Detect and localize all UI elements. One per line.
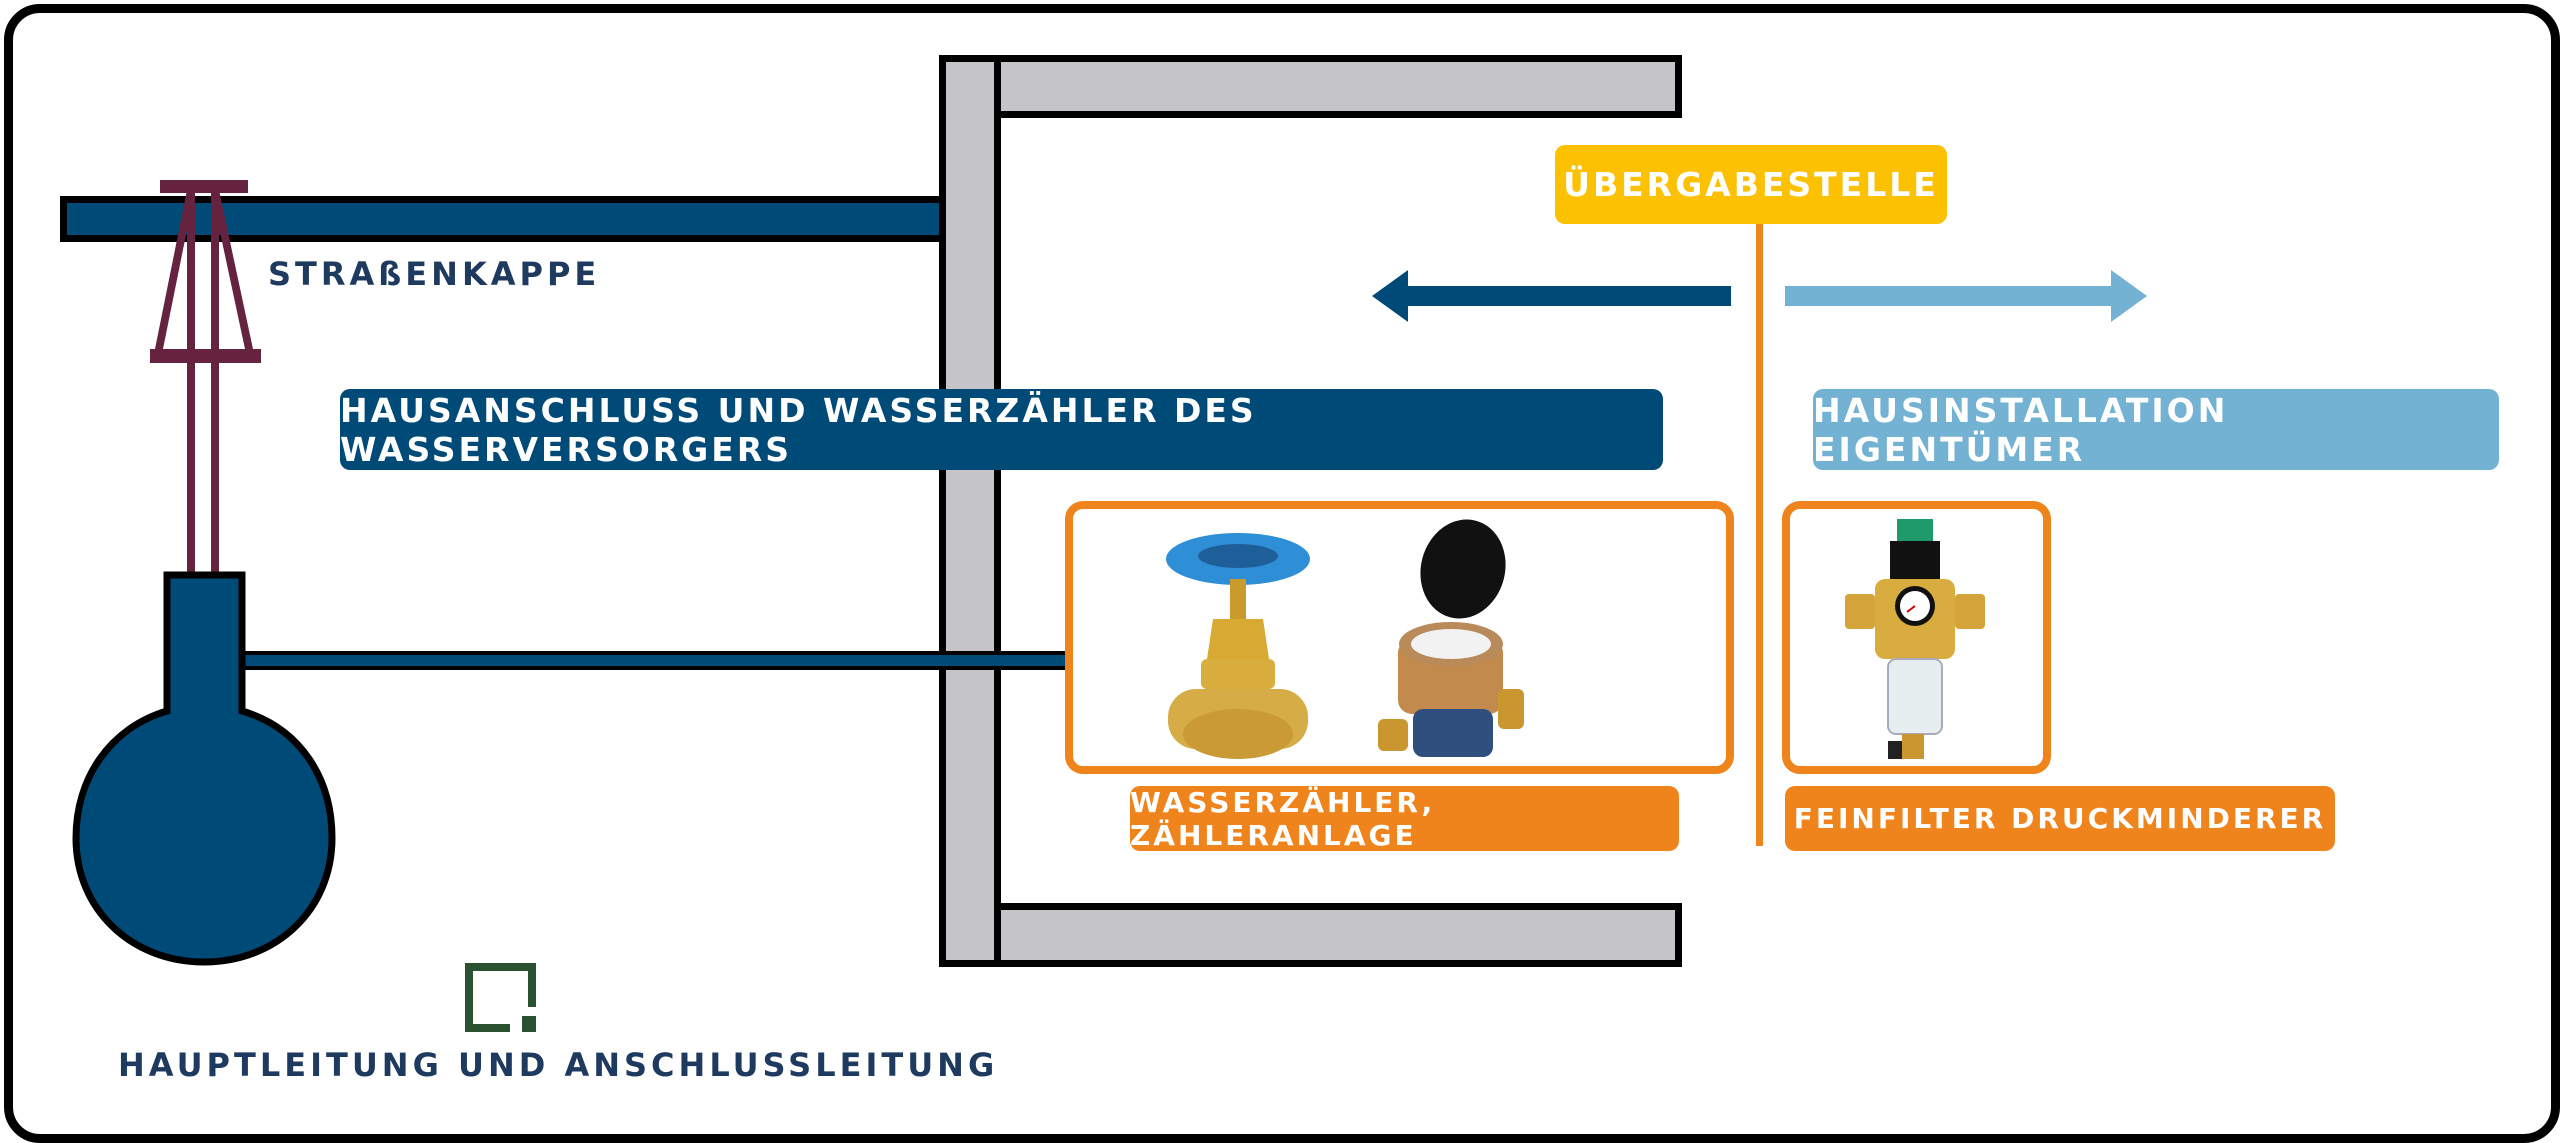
street-cap-icon (150, 180, 261, 575)
street-cap-label: STRAßENKAPPE (268, 255, 601, 293)
main-pipe (60, 196, 939, 242)
filter-box-caption: FEINFILTER DRUCKMINDERER (1785, 786, 2335, 851)
logo-icon (465, 963, 536, 1032)
gate-valve-icon (1166, 533, 1310, 759)
connection-pipe (242, 651, 1067, 670)
main-line-label: HAUPTLEITUNG UND ANSCHLUSSLEITUNG (118, 1046, 999, 1084)
handover-divider (1756, 224, 1763, 846)
wall-side-fill (946, 62, 994, 960)
filter-illustration (1845, 519, 1985, 759)
handover-point-badge: ÜBERGABESTELLE (1555, 145, 1947, 224)
main-line-bulb-icon (72, 571, 336, 966)
owner-section-banner: HAUSINSTALLATION EIGENTÜMER (1813, 389, 2499, 470)
filter-equipment-box (1782, 501, 2051, 774)
pressure-reducer-filter-icon (1845, 519, 1985, 759)
arrow-left-icon (1372, 270, 1731, 322)
arrow-right-icon (1785, 270, 2147, 322)
supplier-section-banner: HAUSANSCHLUSS UND WASSERZÄHLER DES WASSE… (340, 389, 1663, 470)
meter-equipment-box (1065, 501, 1734, 774)
water-meter-icon (1378, 519, 1524, 757)
meter-equipment-illustration (1166, 519, 1524, 759)
wall-bottom (939, 903, 1682, 967)
meter-box-caption: WASSERZÄHLER, ZÄHLERANLAGE (1130, 786, 1679, 852)
